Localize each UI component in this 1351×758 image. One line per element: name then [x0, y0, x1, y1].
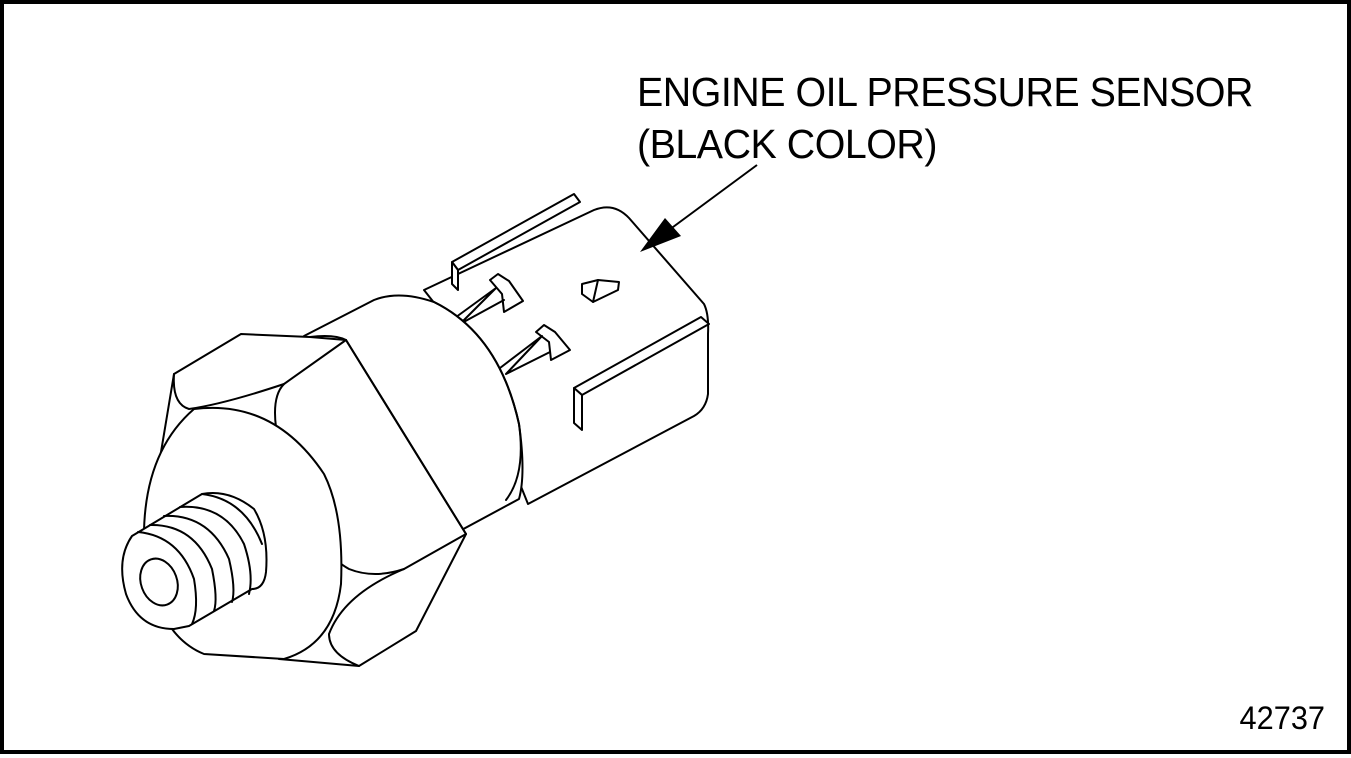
callout-leader-arrow [640, 164, 758, 252]
callout-line-1: ENGINE OIL PRESSURE SENSOR [637, 69, 1253, 115]
sensor-illustration [121, 164, 758, 667]
figure-number: 42737 [1239, 700, 1325, 736]
callout-label: ENGINE OIL PRESSURE SENSOR (BLACK COLOR) [637, 66, 1253, 170]
connector-body [423, 193, 710, 505]
callout-line-2: (BLACK COLOR) [637, 121, 937, 167]
threaded-port [121, 492, 268, 630]
